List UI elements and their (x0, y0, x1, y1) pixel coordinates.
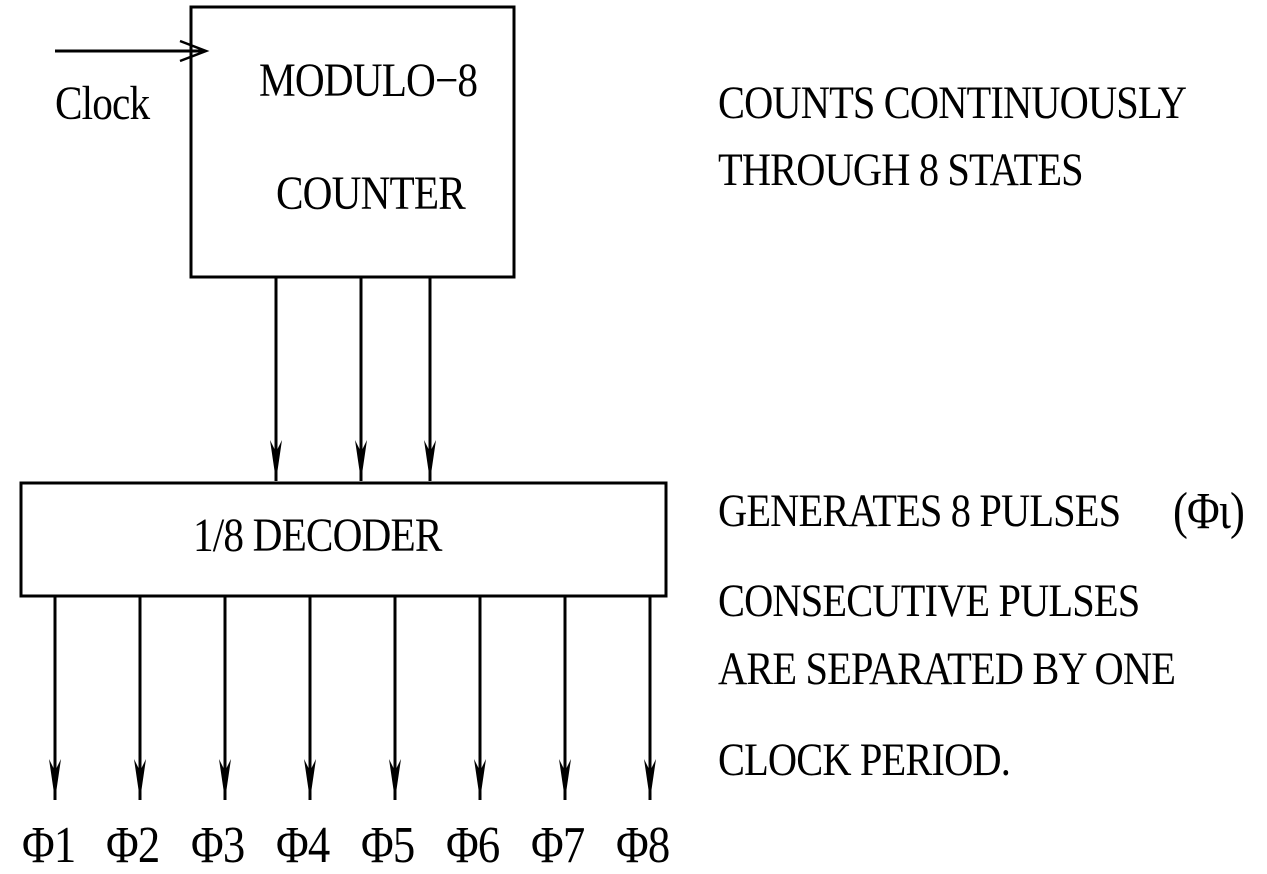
output-arrowhead-6 (474, 759, 486, 800)
decoder-label: 1/8 DECODER (193, 509, 442, 562)
output-label-phi6: Φ6 (446, 817, 500, 874)
output-label-phi5: Φ5 (361, 817, 415, 874)
counter-label-line1: MODULO−8 (259, 54, 478, 107)
output-arrowhead-5 (389, 759, 401, 800)
note-generates: GENERATES 8 PULSES (718, 485, 1121, 537)
counter-to-decoder-lines (270, 277, 436, 481)
output-label-phi2: Φ2 (106, 817, 160, 874)
output-arrowhead-1 (49, 759, 61, 800)
output-label-phi8: Φ8 (616, 817, 670, 874)
clock-label: Clock (55, 77, 150, 130)
decoder-box (19, 481, 668, 598)
note-counts-line1: COUNTS CONTINUOUSLY (718, 77, 1187, 129)
counter-label-line2: COUNTER (276, 167, 466, 220)
output-label-phi1: Φ1 (22, 817, 76, 874)
note-phi-symbol: (Φι) (1173, 483, 1245, 540)
output-label-phi3: Φ3 (191, 817, 245, 874)
output-label-phi7: Φ7 (531, 817, 585, 874)
note-consecutive-line2: ARE SEPARATED BY ONE (718, 643, 1176, 695)
note-consecutive-line3: CLOCK PERIOD. (718, 734, 1011, 786)
output-arrowhead-4 (304, 759, 316, 800)
output-arrowhead-2 (134, 759, 146, 800)
clock-arrow (55, 39, 210, 63)
output-arrowhead-7 (559, 759, 571, 800)
decoder-output-lines (49, 596, 656, 800)
output-label-phi4: Φ4 (276, 817, 330, 874)
note-consecutive-line1: CONSECUTIVE PULSES (718, 575, 1140, 627)
note-counts-line2: THROUGH 8 STATES (718, 144, 1084, 196)
output-arrowhead-3 (219, 759, 231, 800)
counter-box (189, 5, 516, 279)
output-arrowhead-8 (644, 759, 656, 800)
